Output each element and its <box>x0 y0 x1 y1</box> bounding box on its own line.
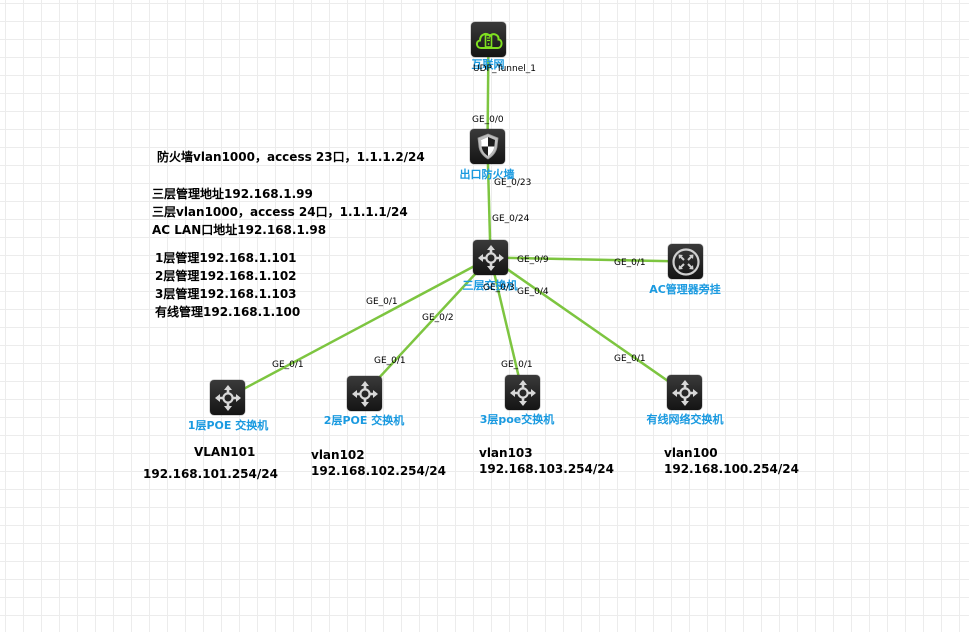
internet-cloud-node[interactable] <box>471 22 506 57</box>
note-sw3-ip: 192.168.103.254/24 <box>479 462 614 476</box>
link-core-wired[interactable] <box>489 256 686 394</box>
port-label-wired-ge01: GE_0/1 <box>614 354 646 364</box>
port-label-core-ge03: GE_0/3 <box>483 283 515 293</box>
port-label-core-ge02: GE_0/2 <box>422 313 454 323</box>
switch-arrows-icon <box>671 379 698 406</box>
floor1-poe-switch-node[interactable] <box>210 380 245 415</box>
link-core-sw2[interactable] <box>363 256 492 395</box>
port-label-ac-ge01: GE_0/1 <box>614 258 646 268</box>
note-sw1-vlan: VLAN101 <box>194 445 256 459</box>
firewall-label: 出口防火墙 <box>459 168 515 181</box>
note-sw3-vlan: vlan103 <box>479 446 533 460</box>
port-label-sw3-ge01: GE_0/1 <box>501 360 533 370</box>
shield-icon <box>477 133 498 160</box>
note-sw2-vlan: vlan102 <box>311 448 365 462</box>
note-firewall-vlan: 防火墙vlan1000，access 23口，1.1.1.2/24 <box>157 150 425 164</box>
switch-arrows-icon <box>351 380 378 407</box>
note-core-mgmt: 三层管理地址192.168.1.99 <box>152 187 313 201</box>
note-sw1-ip: 192.168.101.254/24 <box>143 467 278 481</box>
switch-arrows-icon <box>477 244 504 271</box>
switch-arrows-icon <box>509 379 536 406</box>
note-ac-lan: AC LAN口地址192.168.1.98 <box>152 223 327 237</box>
note-wired-ip: 192.168.100.254/24 <box>664 462 799 476</box>
ac-controller-label: AC管理器旁挂 <box>649 283 721 296</box>
port-label-sw2-ge01: GE_0/1 <box>374 356 406 366</box>
note-mgmt-2f: 2层管理192.168.1.102 <box>155 269 297 283</box>
core-switch-label: 三层交换机 <box>462 279 518 292</box>
floor1-poe-switch-label: 1层POE 交换机 <box>187 419 269 432</box>
internet-tunnel-label: UDP_Tunnel_1 <box>473 64 536 74</box>
port-label-core-ge04: GE_0/4 <box>517 287 549 297</box>
floor3-poe-switch-label: 3层poe交换机 <box>479 413 555 426</box>
internet-label: 互联网 <box>471 58 505 71</box>
link-internet-firewall[interactable] <box>486 39 490 147</box>
port-label-core-ge01: GE_0/1 <box>366 297 398 307</box>
cloud-server-icon <box>475 32 503 49</box>
port-label-firewall-ge023: GE_0/23 <box>494 178 532 188</box>
link-core-ac[interactable] <box>490 256 686 263</box>
core-switch-node[interactable] <box>473 240 508 275</box>
port-label-core-ge024: GE_0/24 <box>492 214 530 224</box>
firewall-node[interactable] <box>470 129 505 164</box>
switch-arrows-icon <box>214 384 241 411</box>
link-core-sw1[interactable] <box>226 256 492 399</box>
floor3-poe-switch-node[interactable] <box>505 375 540 410</box>
ac-controller-icon <box>671 247 700 276</box>
note-mgmt-wired: 有线管理192.168.1.100 <box>155 305 301 319</box>
link-firewall-core[interactable] <box>486 146 492 258</box>
port-label-core-ge09: GE_0/9 <box>517 255 549 265</box>
note-mgmt-1f: 1层管理192.168.1.101 <box>155 251 297 265</box>
wired-network-switch-label: 有线网络交换机 <box>646 413 724 426</box>
port-label-firewall-ge00: GE_0/0 <box>472 115 504 125</box>
floor2-poe-switch-node[interactable] <box>347 376 382 411</box>
note-core-vlan: 三层vlan1000，access 24口，1.1.1.1/24 <box>152 205 408 219</box>
wired-network-switch-node[interactable] <box>667 375 702 410</box>
note-mgmt-3f: 3层管理192.168.1.103 <box>155 287 297 301</box>
link-core-sw3[interactable] <box>489 257 524 393</box>
ac-controller-node[interactable] <box>668 244 703 279</box>
port-label-sw1-ge01: GE_0/1 <box>272 360 304 370</box>
note-wired-vlan: vlan100 <box>664 446 718 460</box>
floor2-poe-switch-label: 2层POE 交换机 <box>323 414 405 427</box>
note-sw2-ip: 192.168.102.254/24 <box>311 464 446 478</box>
